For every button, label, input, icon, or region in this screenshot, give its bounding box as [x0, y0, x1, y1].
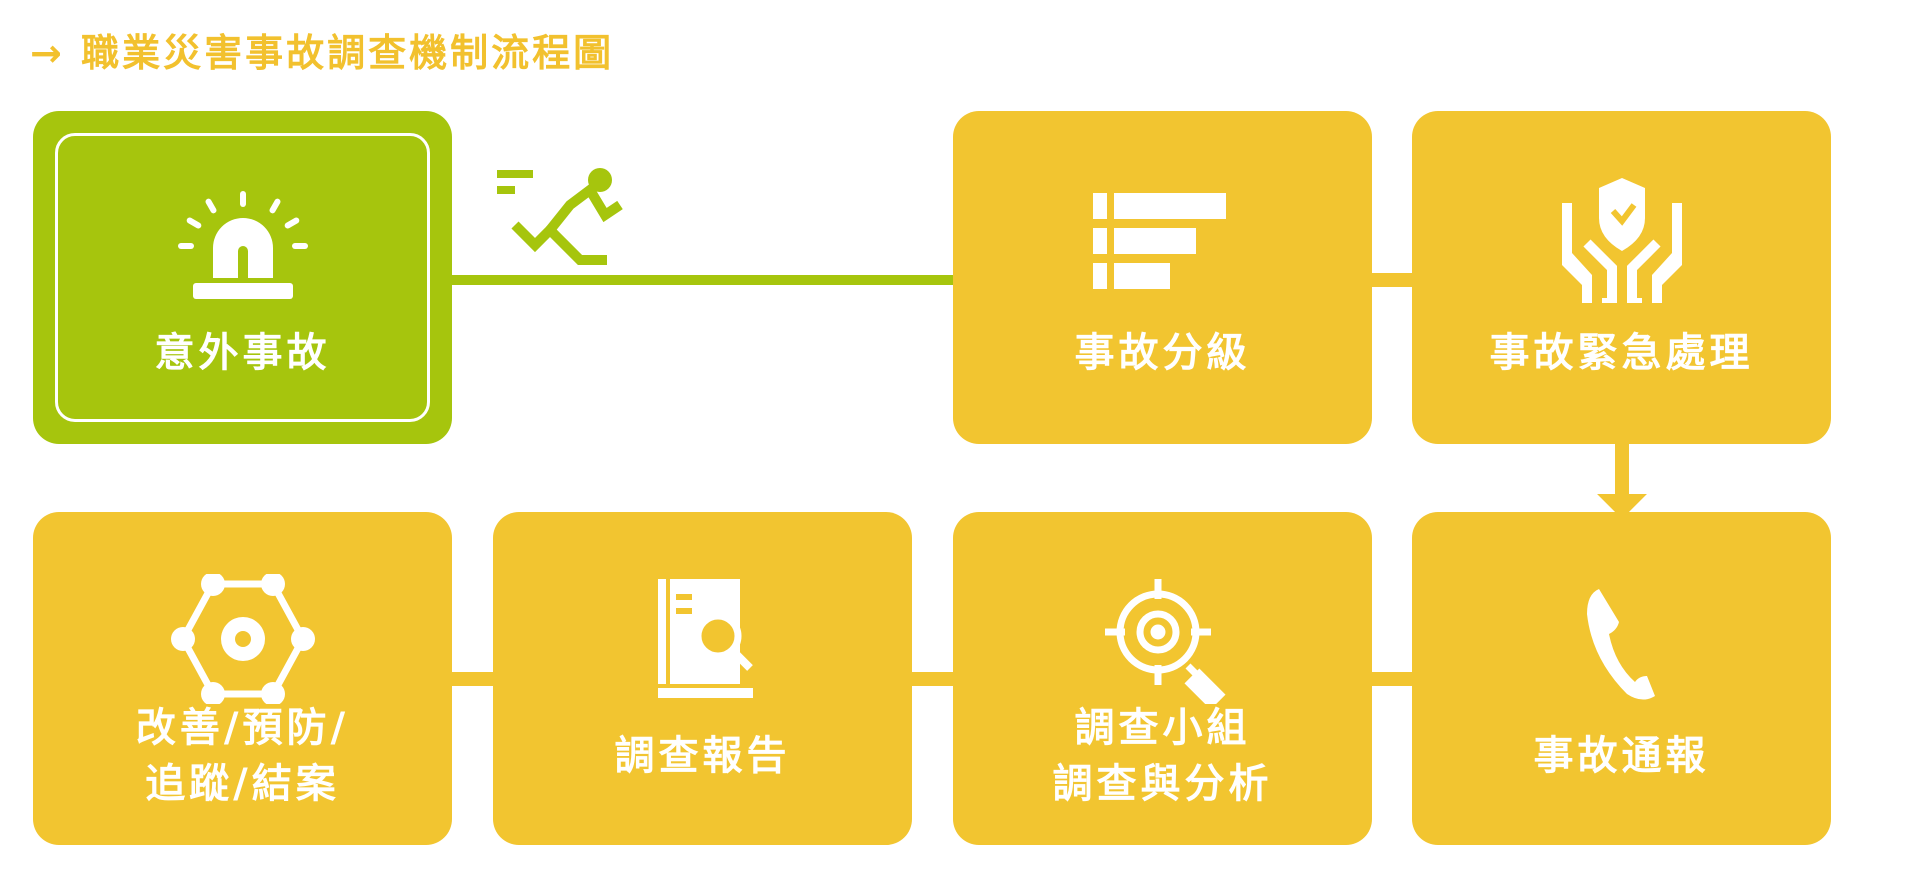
- step-accident: 意外事故: [33, 111, 452, 444]
- step-label: 調查報告: [614, 733, 791, 779]
- step-label: 調查小組: [1074, 705, 1251, 751]
- step-label: 事故緊急處理: [1489, 330, 1754, 376]
- runner-icon: [497, 168, 623, 265]
- step-classification: 事故分級: [953, 111, 1372, 444]
- step-improvement: 改善/預防/ 追蹤/結案: [33, 512, 452, 845]
- phone-icon: [1586, 589, 1655, 700]
- step-label: 事故通報: [1533, 733, 1710, 779]
- step-investigation: 調查小組 調查與分析: [953, 512, 1372, 845]
- step-label: 意外事故: [154, 330, 331, 376]
- step-label: 事故分級: [1074, 330, 1251, 376]
- report-book-icon: [657, 579, 753, 698]
- step-label-2: 追蹤/結案: [145, 761, 340, 807]
- step-emergency: 事故緊急處理: [1412, 111, 1831, 444]
- target-search-icon: [1104, 579, 1226, 704]
- page-title: → 職業災害事故調查機制流程圖: [30, 31, 615, 75]
- list-icon: [1092, 193, 1226, 289]
- gear-network-icon: [170, 574, 315, 704]
- step-investigation-report: 調查報告: [493, 512, 912, 845]
- step-report: 事故通報: [1412, 512, 1831, 845]
- hands-shield-icon: [1561, 178, 1682, 303]
- arrow-1: [452, 239, 1003, 321]
- siren-icon: [177, 191, 308, 299]
- step-label: 改善/預防/: [135, 705, 350, 751]
- step-label-2: 調查與分析: [1052, 761, 1273, 807]
